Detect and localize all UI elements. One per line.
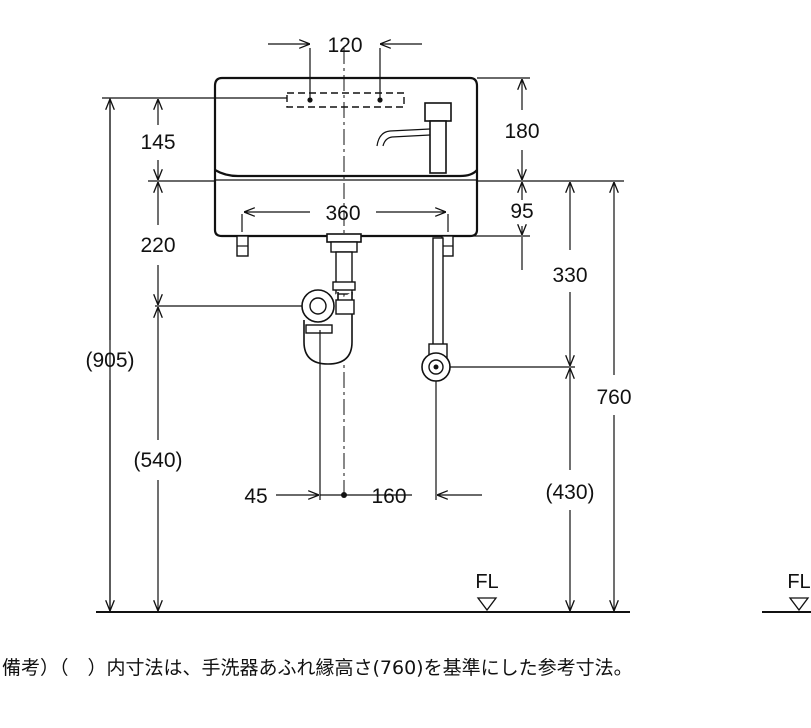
dim-right-top: 180 [504, 120, 539, 143]
dim-offset-left: 45 [244, 485, 267, 508]
supply-pipe [421, 237, 451, 382]
extension-lines [102, 48, 624, 500]
dim-total-height: (905) [85, 349, 134, 372]
p-trap [301, 233, 362, 365]
dim-left-mid: 220 [140, 234, 175, 257]
dim-left-top: 145 [140, 131, 175, 154]
floor-label: FL [475, 571, 498, 593]
remarks-note: 備考）（ ）内寸法は、手洗器あふれ縁高さ(760)を基準にした参考寸法。 [2, 657, 633, 679]
floor-marker-triangle-side [788, 597, 810, 612]
dim-supply-drop: 330 [552, 264, 587, 287]
dim-offset-right: 160 [371, 485, 406, 508]
dim-inner-width: 360 [325, 202, 360, 225]
dim-top-width: 120 [327, 34, 362, 57]
dimension-lines [110, 44, 614, 612]
dim-rim-height: 760 [596, 386, 631, 409]
floor-label-side: FL [787, 571, 810, 593]
faucet [376, 102, 452, 174]
floor-marker-triangle [476, 597, 498, 612]
dim-right-mid: 95 [510, 200, 533, 223]
overflow-slot [286, 92, 405, 108]
dim-supply-height: (430) [545, 481, 594, 504]
dim-trap-height: (540) [133, 449, 182, 472]
